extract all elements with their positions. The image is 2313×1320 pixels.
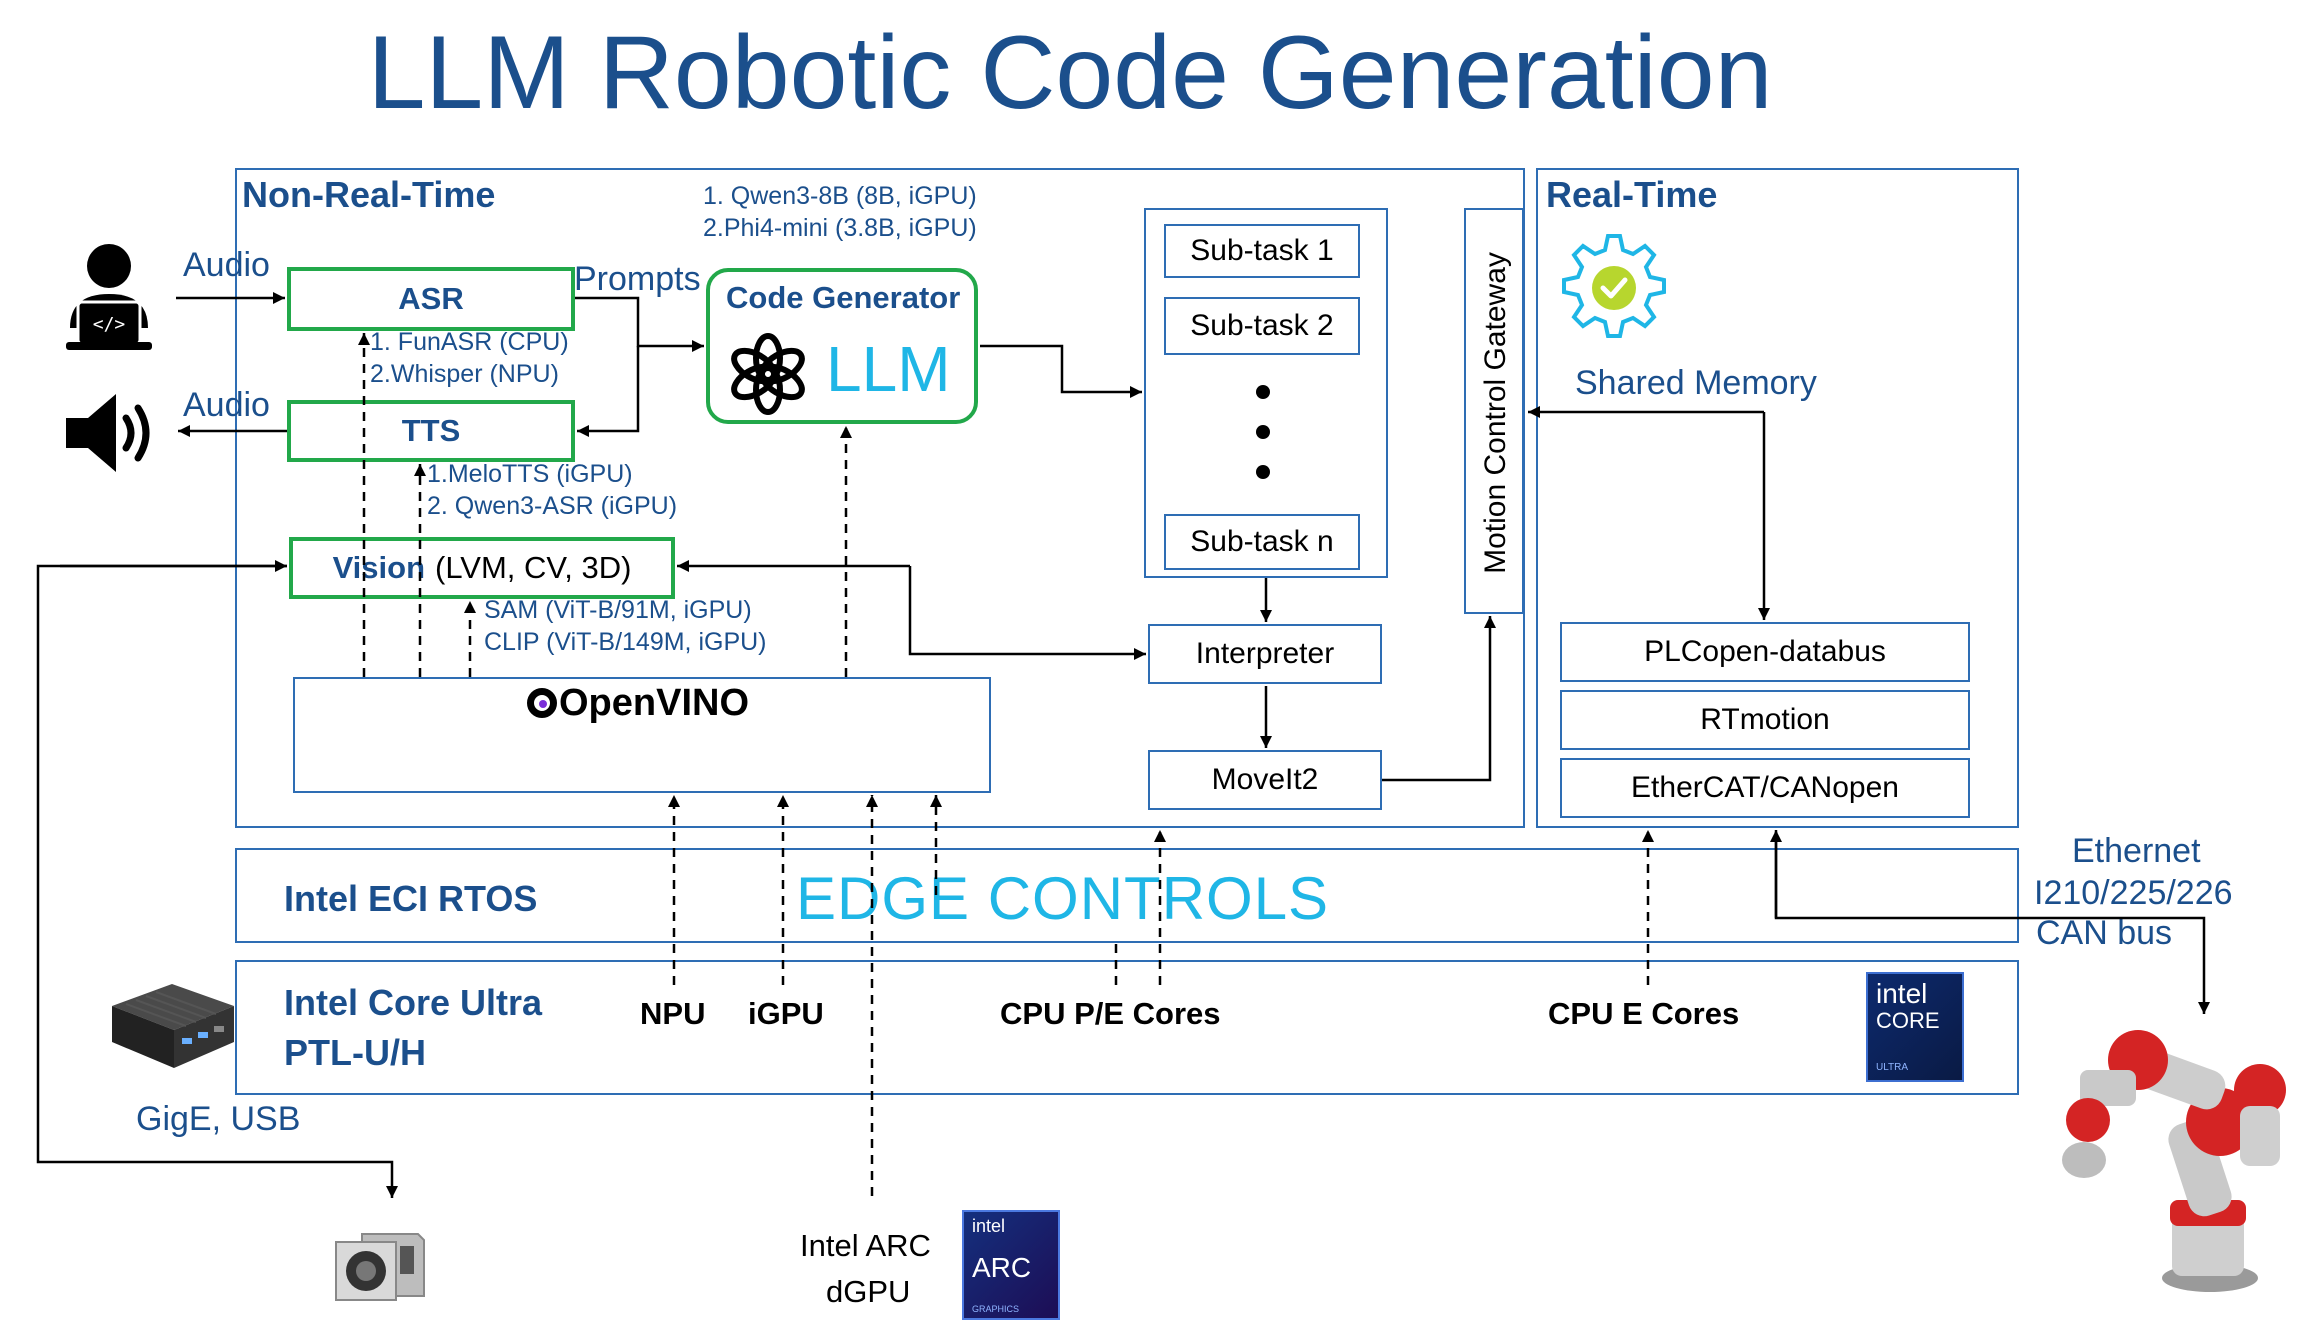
- intel-arc-brand: intel: [972, 1216, 1006, 1236]
- rtos-panel: [235, 848, 2019, 943]
- tts-box: TTS: [287, 400, 575, 462]
- subtask-n-label: Sub-task n: [1190, 525, 1334, 558]
- robot-arm-icon: [2060, 1010, 2300, 1300]
- llm-model-2: 2.Phi4-mini (3.8B, iGPU): [703, 214, 977, 242]
- intel-arc-tier: GRAPHICS: [972, 1304, 1020, 1314]
- cpu-e-cores-label: CPU E Cores: [1548, 996, 1740, 1031]
- asr-label: ASR: [398, 281, 464, 316]
- gige-usb-label: GigE, USB: [136, 1100, 301, 1138]
- cpu-pe-cores-label: CPU P/E Cores: [1000, 996, 1221, 1031]
- core-label-line1: Intel Core Ultra: [284, 982, 543, 1023]
- core-label-line2: PTL-U/H: [284, 1032, 426, 1073]
- ethernet-label: Ethernet: [2072, 832, 2201, 870]
- shared-memory-label: Shared Memory: [1575, 364, 1817, 402]
- intel-core-ultra-badge: intel CORE ULTRA: [1866, 972, 1964, 1082]
- vision-note-1: SAM (ViT-B/91M, iGPU): [484, 596, 752, 624]
- motion-control-gateway: Motion Control Gateway: [1464, 208, 1524, 614]
- asr-box: ASR: [287, 267, 575, 331]
- non-real-time-label: Non-Real-Time: [242, 174, 496, 215]
- openvino-logo: OpenVINO: [527, 678, 749, 728]
- page-title: LLM Robotic Code Generation: [367, 15, 1773, 131]
- rtos-label: Intel ECI RTOS: [284, 878, 538, 919]
- can-bus-label: CAN bus: [2036, 914, 2173, 952]
- industrial-camera-icon: [332, 1228, 428, 1304]
- vision-box: Vision (LVM, CV, 3D): [289, 537, 675, 599]
- core-panel: [235, 960, 2019, 1095]
- intel-core-tier: ULTRA: [1876, 1062, 1909, 1073]
- vision-label: Vision: [332, 550, 426, 585]
- tts-label: TTS: [401, 413, 461, 448]
- subtask-1: Sub-task 1: [1164, 224, 1360, 278]
- interpreter-box: Interpreter: [1148, 624, 1382, 684]
- ethercat-box: EtherCAT/CANopen: [1560, 758, 1970, 818]
- audio-out-label: Audio: [183, 386, 270, 424]
- subtask-column: [1144, 208, 1388, 578]
- non-real-time-panel: [235, 168, 1525, 828]
- moveit-box: MoveIt2: [1148, 750, 1382, 810]
- ethernet-models-label: I210/225/226: [2034, 874, 2233, 912]
- interpreter-label: Interpreter: [1195, 637, 1335, 670]
- rtmotion-box: RTmotion: [1560, 690, 1970, 750]
- intel-arc-name: ARC: [972, 1252, 1032, 1283]
- npu-label: NPU: [640, 996, 706, 1031]
- llm-model-1: 1. Qwen3-8B (8B, iGPU): [703, 182, 977, 210]
- ellipsis-dots: [1255, 384, 1271, 484]
- audio-in-label: Audio: [183, 246, 270, 284]
- code-generator-box: Code Generator LLM: [706, 268, 978, 424]
- real-time-label: Real-Time: [1546, 174, 1718, 215]
- moveit-label: MoveIt2: [1211, 763, 1319, 796]
- subtask-1-label: Sub-task 1: [1190, 234, 1334, 267]
- code-generator-label: Code Generator: [726, 280, 961, 315]
- dgpu-label-line2: dGPU: [826, 1274, 911, 1309]
- real-time-panel: [1536, 168, 2019, 828]
- intel-core-name: CORE: [1876, 1008, 1940, 1033]
- tts-note-1: 1.MeloTTS (iGPU): [427, 460, 633, 488]
- plcopen-databus-box: PLCopen-databus: [1560, 622, 1970, 682]
- user-coder-icon: </>: [62, 242, 156, 354]
- vision-suffix: (LVM, CV, 3D): [435, 550, 632, 585]
- igpu-label: iGPU: [748, 996, 824, 1031]
- subtask-2-label: Sub-task 2: [1190, 309, 1334, 342]
- speaker-icon: [64, 390, 164, 476]
- ethercat-label: EtherCAT/CANopen: [1631, 771, 1899, 804]
- openai-logo-icon: [726, 332, 810, 416]
- svg-text:</>: </>: [93, 314, 126, 335]
- dgpu-label-line1: Intel ARC: [800, 1228, 931, 1263]
- openvino-text: OpenVINO: [559, 681, 750, 724]
- rtmotion-label: RTmotion: [1700, 703, 1830, 736]
- intel-arc-badge: intel ARC GRAPHICS: [962, 1210, 1060, 1320]
- gear-check-icon: [1556, 230, 1672, 346]
- prompts-label: Prompts: [574, 260, 701, 298]
- edge-controls-logo: EDGE CONTROLS: [796, 865, 1330, 932]
- intel-core-brand: intel: [1876, 978, 1928, 1009]
- asr-note-1: 1. FunASR (CPU): [370, 328, 569, 356]
- tts-note-2: 2. Qwen3-ASR (iGPU): [427, 492, 678, 520]
- vision-note-2: CLIP (ViT-B/149M, iGPU): [484, 628, 767, 656]
- openvino-dot-icon: [527, 688, 557, 718]
- subtask-2: Sub-task 2: [1164, 297, 1360, 355]
- plcopen-label: PLCopen-databus: [1644, 635, 1886, 668]
- asr-note-2: 2.Whisper (NPU): [370, 360, 559, 388]
- mini-pc-icon: [102, 976, 238, 1074]
- openvino-box: [293, 677, 991, 793]
- subtask-n: Sub-task n: [1164, 514, 1360, 570]
- llm-label: LLM: [826, 333, 951, 405]
